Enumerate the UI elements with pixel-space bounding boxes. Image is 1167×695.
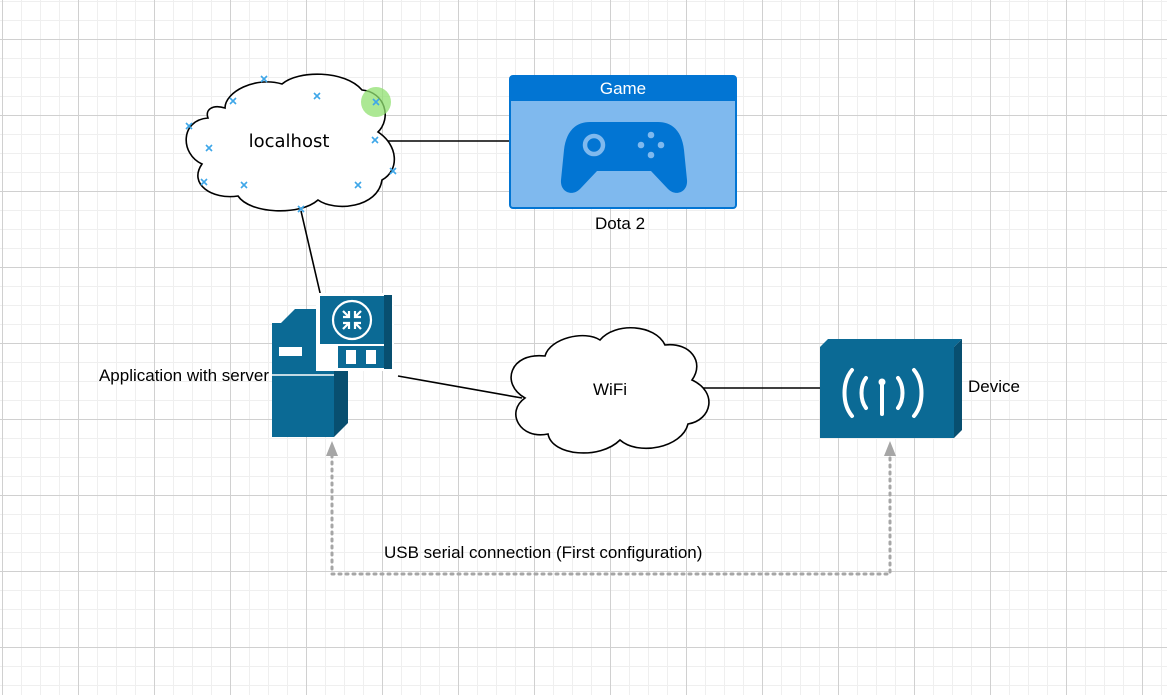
usb-edge-label: USB serial connection (First configurati…: [384, 543, 703, 562]
localhost-label: localhost: [248, 131, 330, 152]
wireless-antenna-icon[interactable]: [820, 339, 962, 438]
selection-markers: [185, 75, 397, 213]
device-label: Device: [968, 377, 1020, 396]
localhost-cloud[interactable]: [185, 73, 396, 212]
wifi-label: WiFi: [593, 380, 627, 399]
edge-usb-serial[interactable]: [326, 441, 896, 576]
edge-localhost-server[interactable]: [300, 210, 322, 298]
server-with-router-icon[interactable]: [272, 293, 394, 437]
arrowhead-server: [326, 441, 338, 456]
arrowhead-device: [884, 441, 896, 456]
gamepad-icon: [560, 122, 688, 193]
selection-marker-highlighted: [372, 98, 380, 106]
edge-server-wifi[interactable]: [397, 375, 523, 399]
wifi-cloud[interactable]: [510, 327, 710, 454]
server-label: Application with server: [98, 366, 270, 385]
game-title: Game: [599, 79, 647, 98]
game-caption: Dota 2: [594, 214, 646, 233]
